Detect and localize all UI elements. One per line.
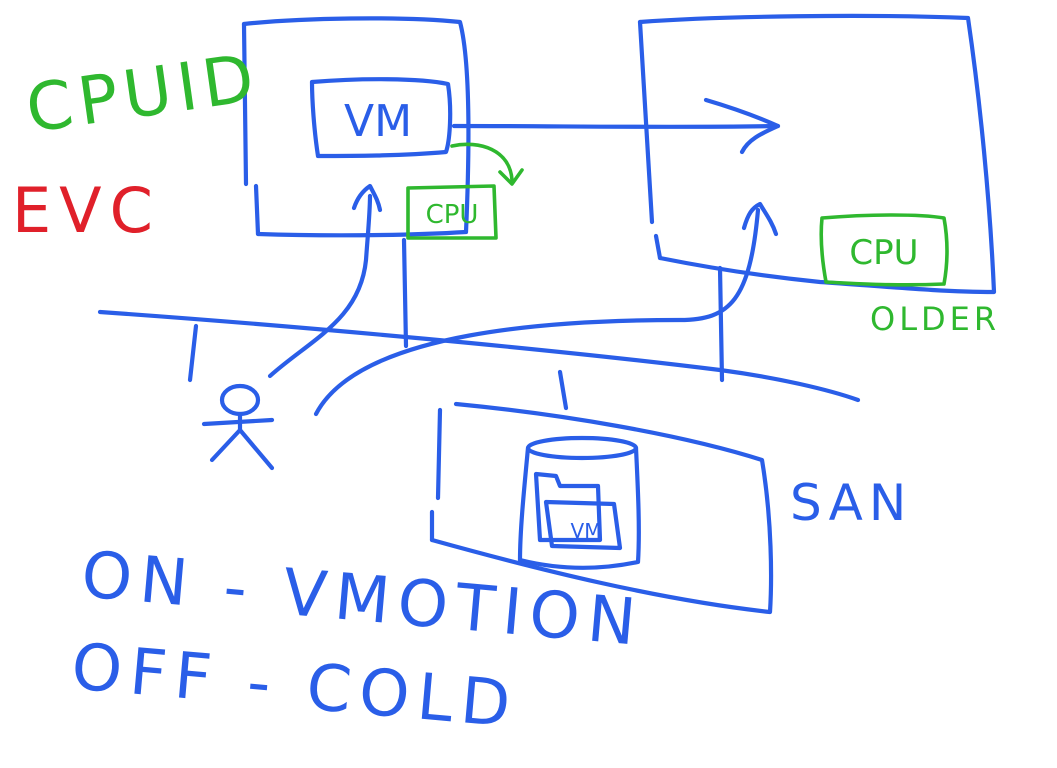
source-host	[241, 16, 471, 238]
destination-cpu-box: CPU	[819, 213, 949, 287]
cpuid-label: CPUID	[22, 39, 265, 148]
network-line	[97, 309, 861, 403]
source-host-uplink	[401, 237, 409, 349]
admin-person-icon	[201, 383, 275, 471]
vmotion-arrow	[451, 97, 781, 155]
san-box	[429, 401, 774, 615]
datastore-icon	[517, 435, 641, 570]
san-label: SAN	[790, 474, 912, 532]
older-label: OLDER	[870, 300, 1000, 338]
vm-box: VM	[309, 77, 453, 159]
san-uplink	[557, 369, 569, 411]
admin-uplink	[187, 323, 199, 383]
san-vm-label: VM	[571, 519, 602, 543]
destination-host	[637, 13, 997, 295]
source-cpu-box: CPU	[406, 184, 498, 240]
storage-to-destination-arrow	[313, 201, 779, 417]
destination-host-uplink	[717, 265, 725, 383]
evc-label: EVC	[12, 174, 161, 247]
vm-to-cpu-arrow	[450, 142, 524, 186]
admin-to-vm-arrow	[267, 183, 383, 379]
source-cpu-label: CPU	[426, 200, 479, 230]
cold-note: OFF - COLD	[69, 630, 522, 743]
vm-folder-icon: VM	[533, 471, 623, 551]
vm-label: VM	[344, 96, 412, 147]
destination-cpu-label: CPU	[849, 233, 918, 273]
